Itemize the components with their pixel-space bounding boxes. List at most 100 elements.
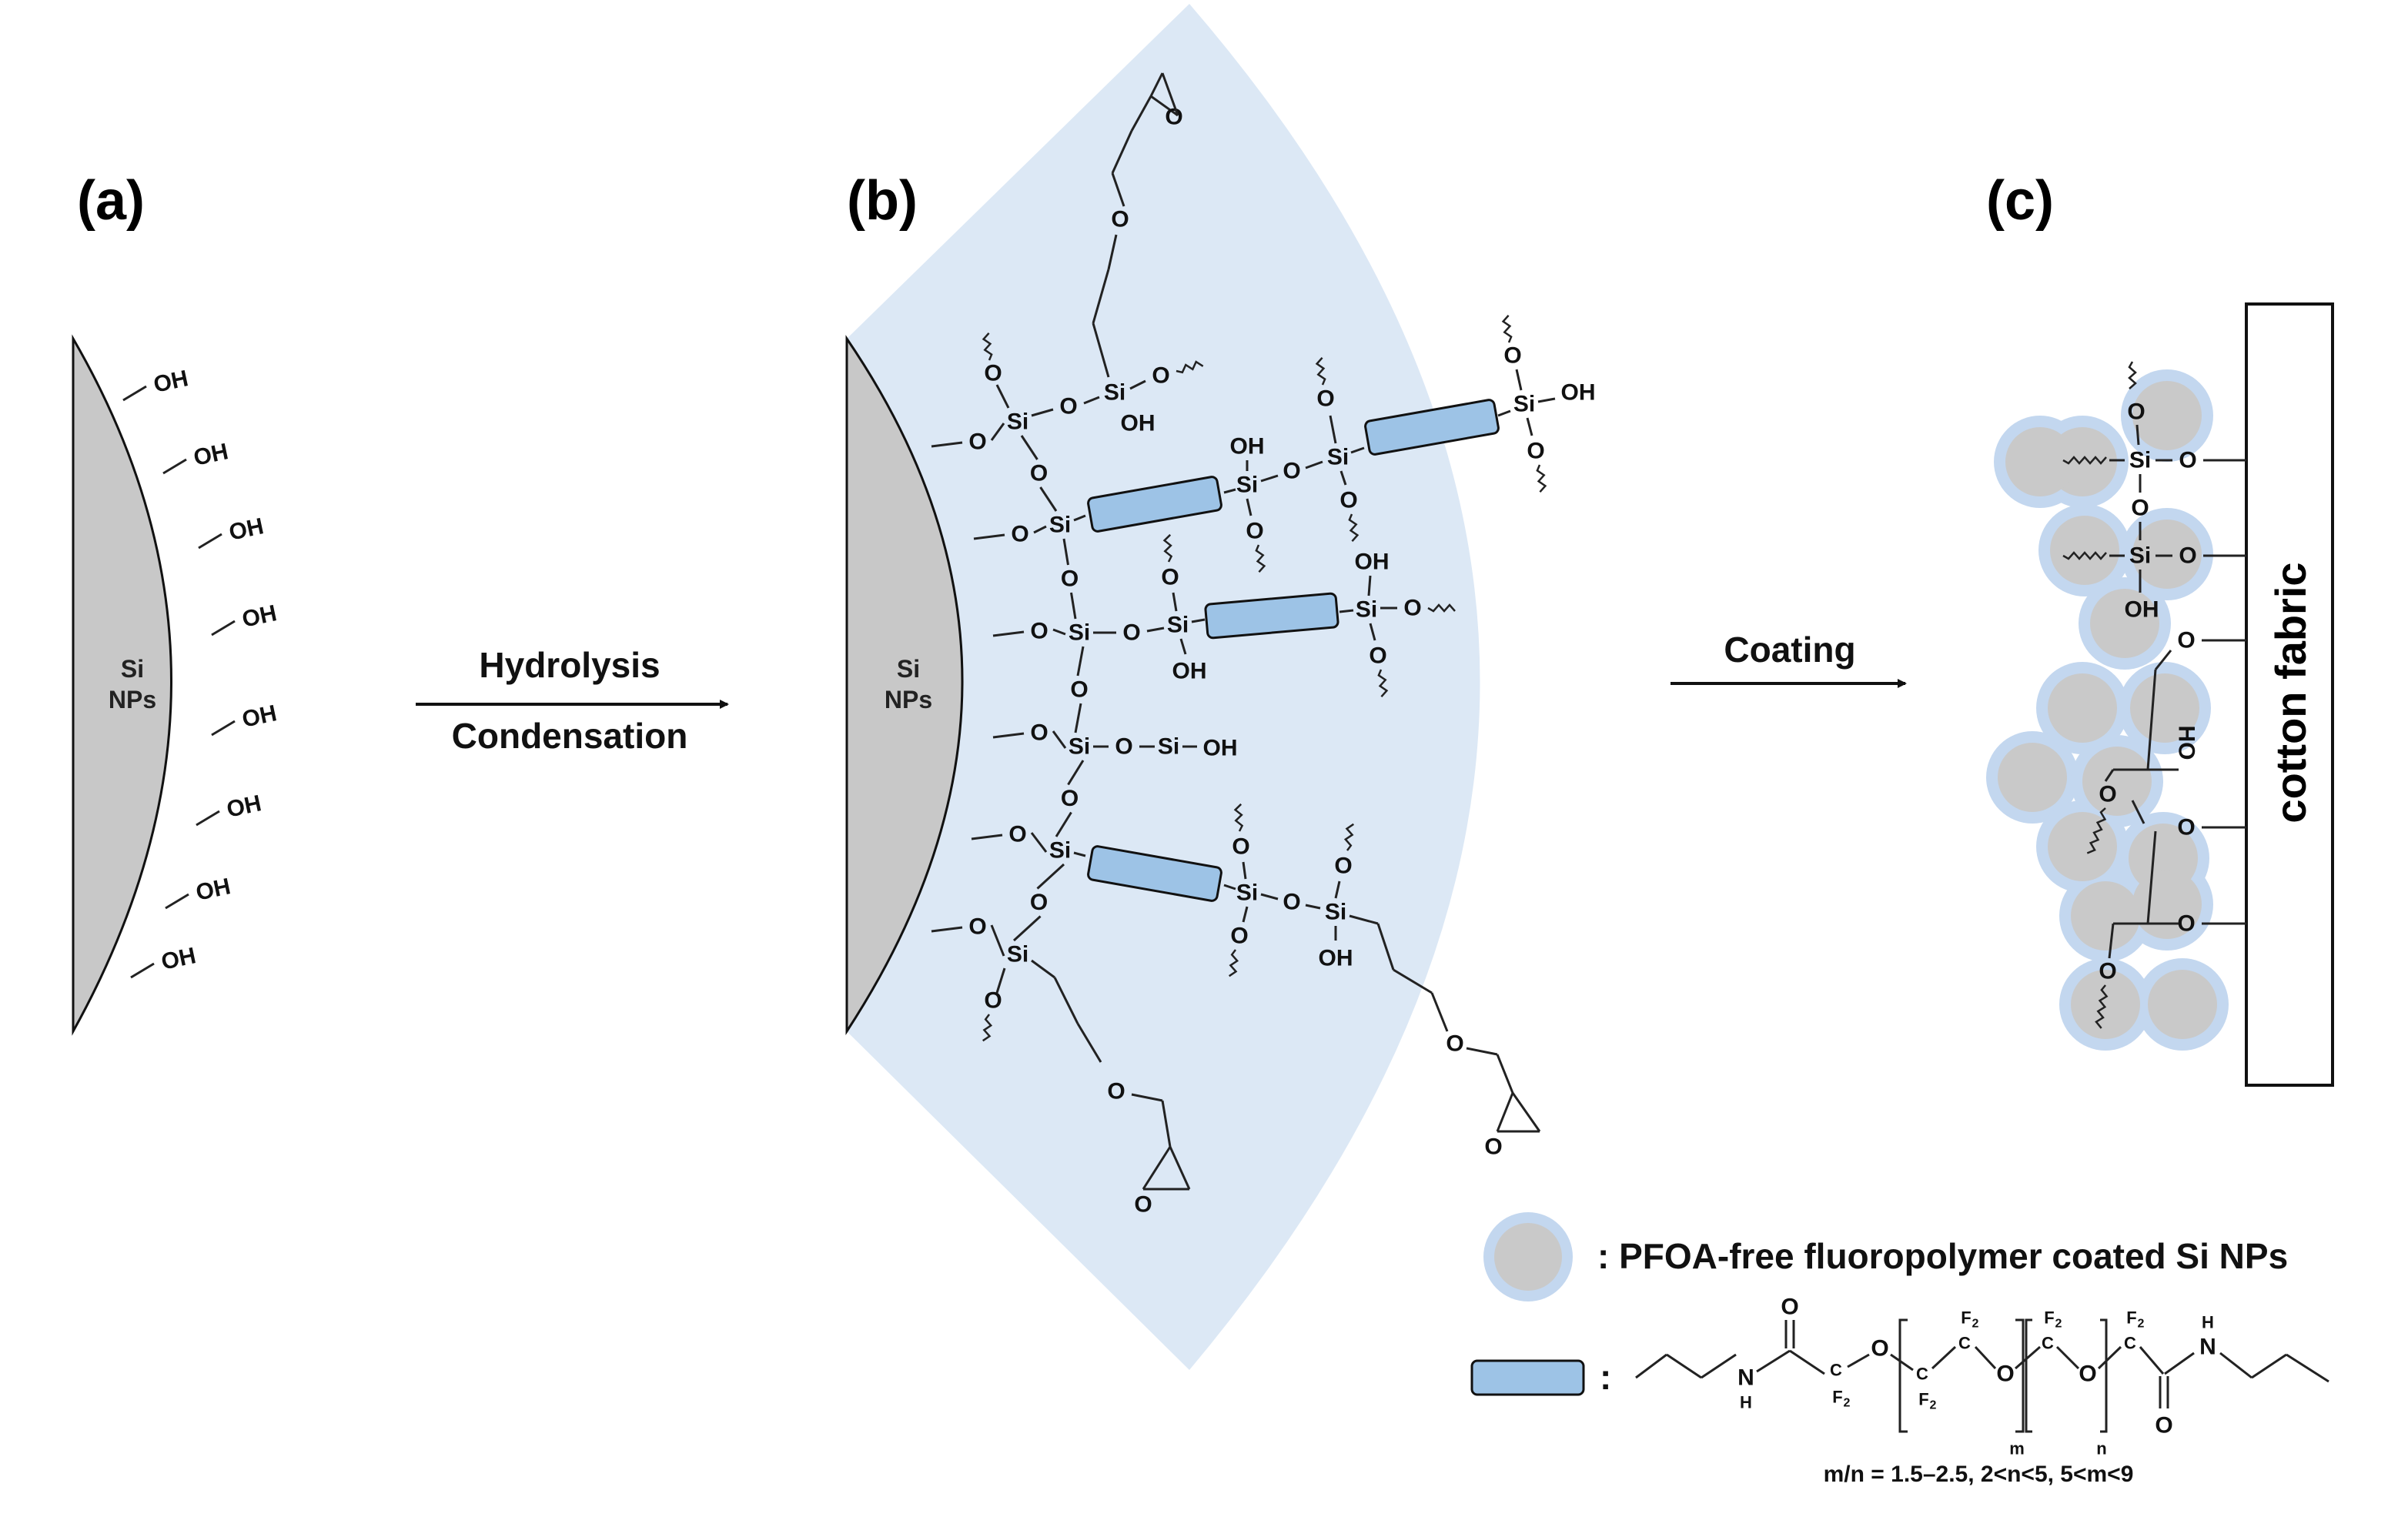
bond bbox=[1130, 95, 1152, 132]
bond bbox=[1131, 1093, 1163, 1102]
nitrogen-atom: N bbox=[1737, 1365, 1754, 1391]
hydroxyl-label: OH bbox=[1319, 946, 1353, 971]
bond bbox=[2108, 923, 2115, 959]
silicon-atom: Si bbox=[1325, 900, 1346, 925]
bond bbox=[1847, 1353, 1870, 1368]
bond bbox=[1466, 1047, 1498, 1056]
bond bbox=[1172, 592, 1178, 612]
bond bbox=[2146, 669, 2157, 770]
wavy-bond bbox=[1348, 513, 1360, 543]
cotton-fabric-substrate bbox=[2245, 302, 2334, 1087]
oxygen-atom: O bbox=[1446, 1031, 1463, 1057]
bond bbox=[1191, 618, 1206, 623]
bond bbox=[1076, 646, 1085, 677]
oxygen-atom: O bbox=[1030, 619, 1048, 644]
bond bbox=[1376, 923, 1395, 971]
ether-oxygen: O bbox=[2079, 1362, 2096, 1387]
bond bbox=[1369, 623, 1376, 641]
silicon-atom: Si bbox=[1327, 445, 1349, 470]
bond bbox=[2286, 1353, 2329, 1383]
step-condensation: Condensation bbox=[452, 716, 688, 756]
oxygen-atom: O bbox=[1369, 643, 1386, 669]
bond bbox=[1031, 959, 1055, 979]
silicon-atom: Si bbox=[2129, 543, 2151, 569]
bond bbox=[1039, 486, 1058, 512]
nitrogen-atom: N bbox=[2199, 1335, 2216, 1360]
oxygen-atom: O bbox=[968, 914, 986, 940]
legend-particle-core bbox=[1494, 1223, 1562, 1291]
bond bbox=[1067, 760, 1085, 786]
hydroxyl-label: OH bbox=[192, 439, 231, 471]
oxygen-atom: O bbox=[1061, 566, 1079, 592]
bond bbox=[2055, 1345, 2080, 1370]
wavy-bond bbox=[982, 332, 993, 361]
panel-label-c: (c) bbox=[1986, 170, 2054, 232]
particle-core bbox=[2071, 881, 2140, 951]
cf2-label: F bbox=[2126, 1308, 2136, 1328]
wavy-bond bbox=[2095, 984, 2109, 1029]
wavy-bond bbox=[2086, 807, 2107, 854]
bracket-open-n bbox=[2025, 1318, 2032, 1433]
core-label-b-line1: Si bbox=[897, 655, 920, 683]
fluoropolymer-linker bbox=[1204, 592, 1339, 640]
bond bbox=[1789, 1349, 1825, 1375]
oxygen-atom: O bbox=[1403, 596, 1421, 621]
silicon-atom: Si bbox=[1104, 380, 1125, 406]
particle-core bbox=[2048, 812, 2117, 881]
cf2-label-subscript: 2 bbox=[2055, 1318, 2062, 1331]
oxygen-atom: O bbox=[1232, 834, 1249, 860]
oxygen-atom: O bbox=[2099, 959, 2116, 984]
hydroxyl-label: OH bbox=[1172, 659, 1207, 684]
silicon-atom: Si bbox=[1356, 597, 1377, 623]
particle-core bbox=[2130, 673, 2199, 743]
bond bbox=[1246, 498, 1252, 516]
bond bbox=[1701, 1353, 1737, 1379]
silicon-atom: Si bbox=[1236, 880, 1258, 906]
bond bbox=[1179, 638, 1187, 655]
carbon-atom: C bbox=[2042, 1334, 2054, 1353]
bond bbox=[1242, 861, 1247, 880]
oxygen-atom: O bbox=[1107, 1079, 1125, 1104]
bond bbox=[1146, 626, 1165, 633]
bond bbox=[1339, 470, 1347, 486]
oxygen-atom: O bbox=[2177, 628, 2195, 653]
bond bbox=[1031, 408, 1054, 417]
oxygen-atom: O bbox=[2177, 911, 2195, 937]
bond bbox=[1537, 397, 1556, 403]
silicon-atom: Si bbox=[1007, 409, 1028, 435]
bond bbox=[1666, 1353, 1702, 1379]
bond bbox=[1052, 730, 1067, 749]
silicon-atom: Si bbox=[1513, 392, 1535, 417]
silicon-atom: Si bbox=[1049, 838, 1071, 864]
oxygen-atom: O bbox=[1283, 890, 1300, 915]
cf2-label: F bbox=[2044, 1308, 2054, 1328]
oxygen-atom: O bbox=[984, 361, 1002, 386]
carbonyl-oxygen: O bbox=[1781, 1295, 1798, 1320]
oh-bond bbox=[162, 458, 187, 475]
particle-core bbox=[2048, 673, 2117, 743]
bond bbox=[1756, 1349, 1791, 1373]
bond bbox=[971, 834, 1003, 840]
silicon-atom: Si bbox=[1049, 513, 1071, 538]
bond bbox=[1073, 514, 1086, 522]
functional-shell-b bbox=[847, 4, 1480, 1370]
panel-label-b: (b) bbox=[847, 170, 918, 232]
bond bbox=[1349, 914, 1379, 925]
oxygen-atom: O bbox=[1165, 105, 1182, 130]
oxygen-atom: O bbox=[2179, 543, 2196, 569]
bond bbox=[1076, 1023, 1102, 1063]
bracket-close-m bbox=[2015, 1318, 2025, 1433]
wavy-bond bbox=[1536, 464, 1547, 493]
bond bbox=[2131, 800, 2145, 824]
bond bbox=[1367, 575, 1372, 596]
si-np-core-a bbox=[72, 334, 172, 1036]
wavy-bond bbox=[2062, 551, 2107, 560]
wavy-bond bbox=[1343, 823, 1354, 851]
bond bbox=[1036, 863, 1065, 890]
bond bbox=[1020, 435, 1038, 460]
bond bbox=[995, 967, 1006, 994]
fluoropolymer-linker bbox=[1087, 476, 1222, 533]
